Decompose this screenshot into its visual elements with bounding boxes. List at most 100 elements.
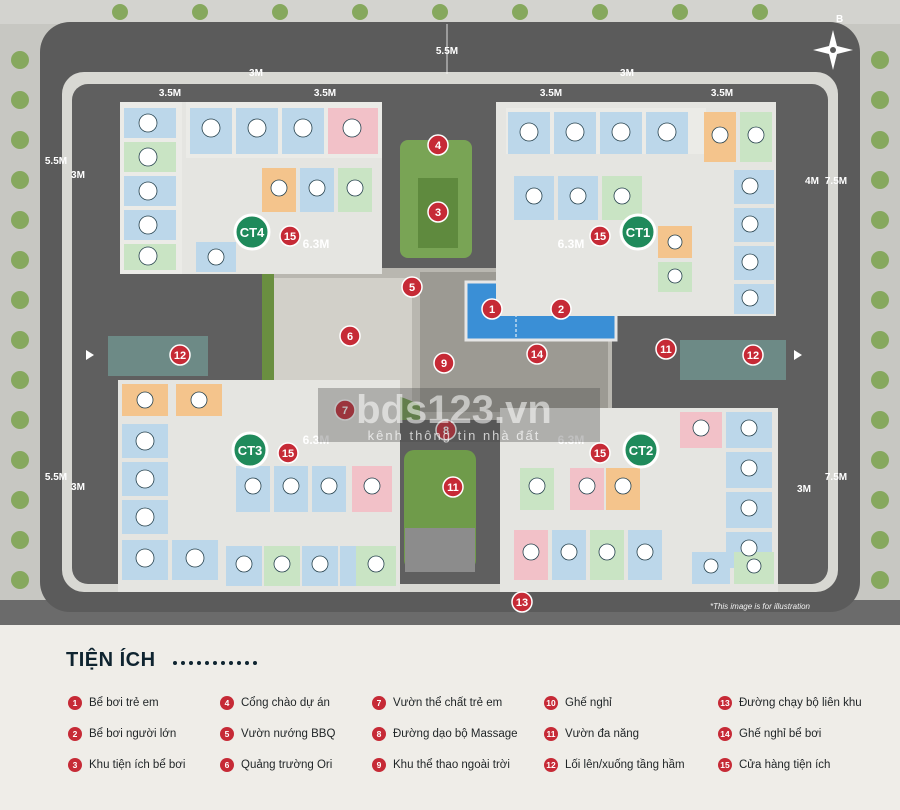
legend-item-13: 13 Đường chạy bộ liên khu [718, 695, 862, 711]
legend-item-15: 15 Cửa hàng tiện ích [718, 757, 830, 773]
south-parking [405, 528, 475, 572]
road-width-west-bottom: 5.5M [45, 472, 67, 483]
svg-text:12: 12 [174, 350, 186, 362]
watermark-tagline: kênh thông tin nhà đất [368, 428, 541, 443]
road-width-internal-nw: 6.3M [303, 237, 330, 251]
legend-number-badge: 10 [544, 696, 558, 710]
tower-label-ct1: CT1 [626, 225, 651, 240]
watermark-band [318, 388, 600, 442]
legend-number-badge: 9 [372, 758, 386, 772]
legend-item-label: Khu tiện ích bể bơi [89, 759, 186, 771]
road-width-3m-b: 3M [620, 68, 634, 79]
road-width-east-top: 7.5M [825, 176, 847, 187]
svg-text:15: 15 [284, 231, 296, 243]
tower-label-ct3: CT3 [238, 443, 263, 458]
legend-item-11: 11 Vườn đa năng [544, 726, 639, 742]
tower-badge-ct2 [622, 431, 660, 469]
road-width-west-3m-b: 3M [71, 482, 85, 493]
legend-item-label: Đường chạy bộ liên khu [739, 697, 862, 709]
svg-text:11: 11 [660, 344, 672, 356]
svg-text:3: 3 [435, 207, 441, 219]
road-width-internal-se: 6.3M [558, 433, 585, 447]
legend-item-label: Đường dạo bộ Massage [393, 728, 518, 740]
legend-item-label: Cửa hàng tiện ích [739, 759, 831, 771]
illustration-note: *This image is for illustration [710, 602, 811, 611]
road-width-internal-sw: 6.3M [303, 433, 330, 447]
legend-number-badge: 5 [220, 727, 234, 741]
legend-number-badge: 3 [68, 758, 82, 772]
tower-label-ct4: CT4 [240, 225, 265, 240]
north-lawn [0, 0, 900, 24]
legend-number-badge: 14 [718, 727, 732, 741]
compass: B [813, 14, 853, 70]
svg-text:9: 9 [441, 358, 447, 370]
legend-number-badge: 2 [68, 727, 82, 741]
legend-number-badge: 4 [220, 696, 234, 710]
legend-item-8: 8 Đường dạo bộ Massage [372, 726, 518, 742]
legend-item-5: 5 Vườn nướng BBQ [220, 726, 335, 742]
legend-item-6: 6 Quảng trường Ori [220, 757, 332, 773]
amenity-pins: 1 2 3 4 5 6 7 8 9 11 11 12 12 13 14 15 1… [169, 134, 764, 613]
tower-badges: CT4 CT1 CT3 CT2 [231, 213, 660, 469]
tree-rows [11, 4, 889, 589]
road-width-internal-ne: 6.3M [558, 237, 585, 251]
svg-text:1: 1 [489, 304, 495, 316]
road-width-west-3m-a: 3M [71, 170, 85, 181]
legend-item-3: 3 Khu tiện ích bể bơi [68, 757, 185, 773]
site-plan-map: CT4 CT1 CT3 CT2 5.5M 3M 3M 3.5M 3.5M 3.5… [0, 0, 900, 625]
road-width-3-5m-b: 3.5M [314, 88, 336, 99]
svg-text:15: 15 [282, 448, 294, 460]
svg-text:11: 11 [447, 482, 459, 494]
road-width-3-5m-a: 3.5M [159, 88, 181, 99]
road-width-3-5m-d: 3.5M [711, 88, 733, 99]
svg-text:5: 5 [409, 282, 415, 294]
tower-label-ct2: CT2 [629, 443, 654, 458]
legend-number-badge: 12 [544, 758, 558, 772]
svg-text:15: 15 [594, 231, 606, 243]
legend-item-12: 12 Lối lên/xuống tầng hầm [544, 757, 685, 773]
legend-number-badge: 13 [718, 696, 732, 710]
legend-number-badge: 6 [220, 758, 234, 772]
compass-north-letter: B [836, 14, 843, 25]
legend-number-badge: 11 [544, 727, 558, 741]
svg-text:7: 7 [342, 405, 348, 417]
legend-number-badge: 15 [718, 758, 732, 772]
building-ct4 [120, 102, 382, 274]
legend-title-dots [173, 661, 257, 665]
tower-badge-ct4 [233, 213, 271, 251]
legend-item-label: Khu thể thao ngoài trời [393, 759, 510, 771]
ramp-east [680, 340, 786, 380]
svg-text:13: 13 [516, 597, 528, 609]
road-width-east-bottom: 7.5M [825, 472, 847, 483]
svg-text:6: 6 [347, 331, 353, 343]
svg-text:8: 8 [443, 425, 449, 437]
building-ct1 [496, 102, 776, 316]
road-width-3-5m-c: 3.5M [540, 88, 562, 99]
road-width-west-top: 5.5M [45, 156, 67, 167]
legend-item-label: Vườn đa năng [565, 728, 640, 740]
legend-item-label: Vườn nướng BBQ [241, 728, 336, 740]
legend-item-label: Quảng trường Ori [241, 759, 333, 771]
road-width-east-4m: 4M [805, 176, 819, 187]
legend-item-2: 2 Bể bơi người lớn [68, 726, 176, 742]
road-width-east-3m: 3M [797, 484, 811, 495]
legend-number-badge: 8 [372, 727, 386, 741]
road-width-labels: 5.5M 3M 3M 3.5M 3.5M 3.5M 3.5M 5.5M 5.5M… [45, 24, 847, 495]
legend-number-badge: 1 [68, 696, 82, 710]
legend-title: TIỆN ÍCH [66, 649, 156, 671]
legend-number-badge: 7 [372, 696, 386, 710]
legend-item-9: 9 Khu thể thao ngoài trời [372, 757, 510, 773]
road-width-3m-a: 3M [249, 68, 263, 79]
legend-item-label: Bể bơi người lớn [89, 728, 177, 740]
svg-text:2: 2 [558, 304, 564, 316]
svg-text:12: 12 [747, 350, 759, 362]
legend-item-label: Lối lên/xuống tầng hầm [565, 759, 685, 771]
tower-badge-ct3 [231, 431, 269, 469]
